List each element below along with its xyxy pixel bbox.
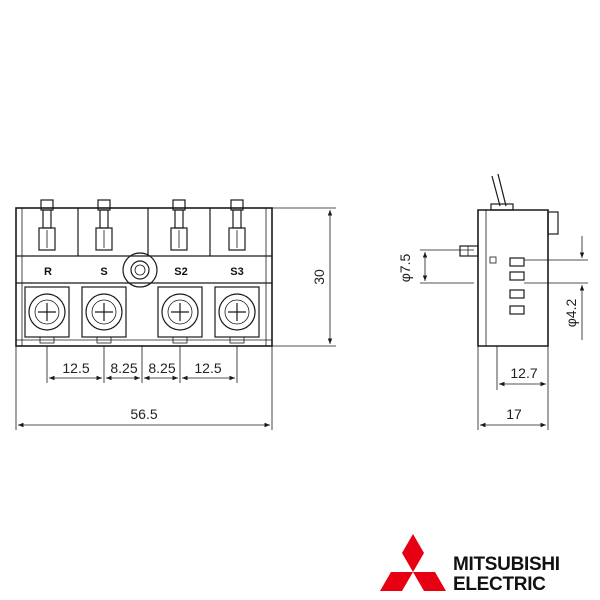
terminal-label-s2: S2 bbox=[174, 266, 187, 278]
dim-pitch-3: 8.25 bbox=[148, 360, 175, 376]
three-diamonds-icon bbox=[380, 534, 446, 591]
dim-phi-large: φ7.5 bbox=[397, 254, 413, 283]
terminal-label-r: R bbox=[44, 266, 52, 278]
brand-line-1: MITSUBISHI bbox=[453, 554, 560, 575]
dim-depth-inner: 12.7 bbox=[510, 365, 537, 381]
dim-width: 56.5 bbox=[130, 406, 157, 422]
terminal-screw-1 bbox=[24, 286, 70, 344]
dim-pitch-2: 8.25 bbox=[110, 360, 137, 376]
terminal-label-s: S bbox=[100, 266, 107, 278]
front-body-outline bbox=[15, 207, 273, 347]
top-screw-4 bbox=[228, 199, 246, 251]
side-body-outline bbox=[477, 209, 549, 347]
dim-phi-small: φ4.2 bbox=[563, 299, 579, 328]
terminal-screw-2 bbox=[81, 286, 127, 344]
terminal-screw-4 bbox=[214, 286, 260, 344]
top-screw-3 bbox=[170, 199, 188, 251]
terminal-label-s3: S3 bbox=[230, 266, 243, 278]
dim-height: 30 bbox=[311, 269, 327, 285]
dim-depth: 17 bbox=[506, 406, 522, 422]
top-screw-2 bbox=[95, 199, 113, 251]
center-mounting-hole bbox=[122, 252, 158, 288]
dim-pitch-1: 12.5 bbox=[62, 360, 89, 376]
terminal-screw-3 bbox=[157, 286, 203, 344]
mitsubishi-logo: MITSUBISHI ELECTRIC bbox=[380, 534, 560, 595]
brand-line-2: ELECTRIC bbox=[453, 574, 546, 595]
side-view: φ7.5 φ4.2 12.7 17 bbox=[397, 173, 588, 430]
front-view: R S S2 S3 bbox=[15, 199, 336, 430]
dim-pitch-4: 12.5 bbox=[194, 360, 221, 376]
top-screw-1 bbox=[38, 199, 56, 251]
